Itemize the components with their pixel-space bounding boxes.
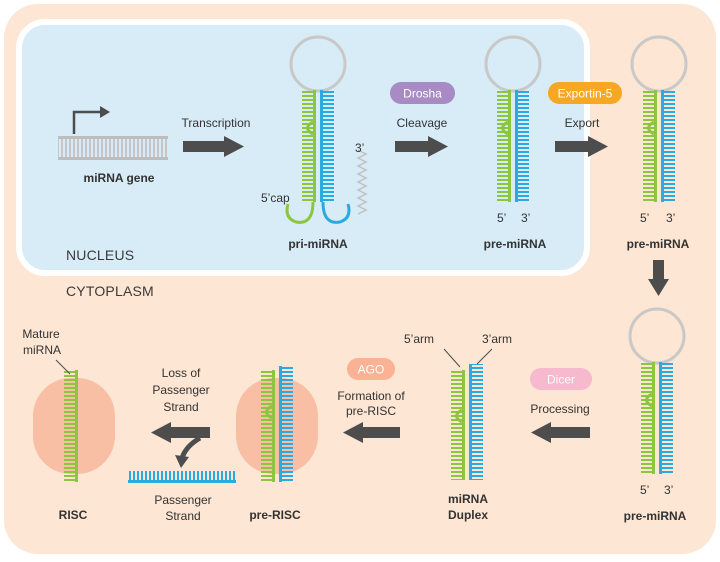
drosha-label: Drosha [403,87,442,101]
export-label: Export [565,116,600,130]
drosha-badge [390,82,455,104]
mature-mirna-pointer [55,359,71,375]
exportin-label: Exportin-5 [558,87,613,101]
formation-arrow-icon [343,422,400,443]
mature-mirna-label-line1: Mature [22,327,60,341]
pri-mirna-hairpin-icon [285,35,368,224]
down-arrow-icon [648,260,669,296]
dna-ladder-icon [58,136,168,160]
mature-mirna-label-line2: miRNA [23,343,61,357]
pre-risc-blob [236,378,318,474]
loss-label-line1: Loss of [162,366,201,380]
mirna-duplex-label-line1: miRNA [448,492,488,506]
cleavage-label: Cleavage [397,116,448,130]
passenger-strand-label-line1: Passenger [154,493,211,507]
processing-label: Processing [530,402,589,416]
five-prime-arm-label: 5’arm [404,332,434,346]
pre-risc-strands-icon [261,366,293,482]
pre-nucleus-three-prime-label: 3’ [521,211,530,225]
cytoplasm-label: CYTOPLASM [66,283,154,299]
export-arrow-icon [555,136,608,157]
formation-label-line2: pre-RISC [346,404,396,418]
dicer-label: Dicer [547,373,575,387]
mature-mirna-strand-icon [64,370,78,482]
formation-label-line1: Formation of [337,389,405,403]
transcription-label: Transcription [182,116,251,130]
pre-mirna-bottom-label: pre-miRNA [624,509,687,523]
pre-mirna-cytoplasm-label: pre-miRNA [627,237,690,251]
ago-badge [347,358,395,380]
passenger-strand-label-line2: Strand [165,509,200,523]
nucleus-label: NUCLEUS [66,247,134,263]
risc-label: RISC [59,508,88,522]
promoter-arrow-icon [72,106,110,134]
pre-bottom-three-prime-label: 3’ [664,483,673,497]
pre-bottom-five-prime-label: 5’ [640,483,649,497]
pre-cyto-three-prime-label: 3’ [666,211,675,225]
loss-label-line3: Strand [163,400,198,414]
loss-arrow-icon [151,422,210,468]
cleavage-arrow-icon [395,136,448,157]
three-prime-arm-pointer [476,348,493,365]
passenger-strand-icon [128,471,236,483]
loss-label-line2: Passenger [152,383,209,397]
pri-mirna-label: pri-miRNA [288,237,348,251]
three-prime-arm-label: 3’arm [482,332,512,346]
transcription-arrow-icon [183,136,244,157]
pre-nucleus-five-prime-label: 5’ [497,211,506,225]
mirna-duplex-label-line2: Duplex [448,508,488,522]
pre-risc-label: pre-RISC [249,508,301,522]
pre-cyto-five-prime-label: 5’ [640,211,649,225]
processing-arrow-icon [531,422,590,443]
exportin-badge [548,82,622,104]
five-prime-cap-label: 5’cap [261,191,290,205]
five-prime-arm-pointer [443,348,461,368]
mirna-gene-label: miRNA gene [84,171,155,185]
pre-mirna-nucleus-label: pre-miRNA [484,237,547,251]
dicer-badge [530,368,592,390]
ago-label: AGO [358,363,385,377]
mirna-duplex-icon [451,364,483,480]
pri-three-prime-label: 3’ [355,141,364,155]
